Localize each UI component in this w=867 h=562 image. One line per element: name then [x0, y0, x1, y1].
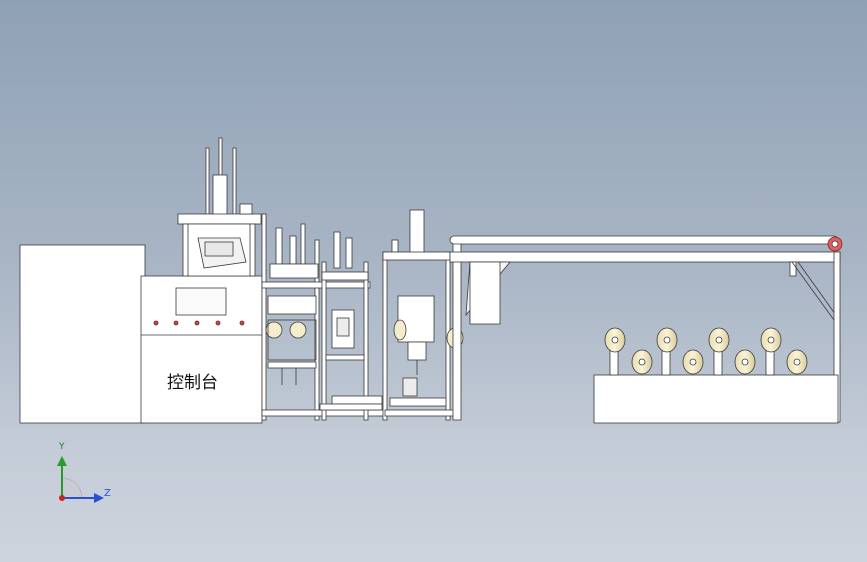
forming-station-1 [177, 137, 262, 277]
y-axis-label: Y [59, 442, 65, 452]
station-4 [382, 209, 464, 421]
roller-platform [593, 327, 839, 424]
console-screen [175, 287, 227, 316]
console-label: 控制台 [167, 373, 218, 393]
conveyor-rail [449, 235, 843, 423]
control-console [140, 275, 263, 424]
origin-dot [59, 495, 65, 501]
axis-triad [57, 456, 104, 503]
station-3 [319, 231, 383, 421]
z-axis-label: Z [104, 488, 111, 499]
frame-station-2 [261, 213, 386, 421]
left-cabinet [19, 244, 146, 424]
